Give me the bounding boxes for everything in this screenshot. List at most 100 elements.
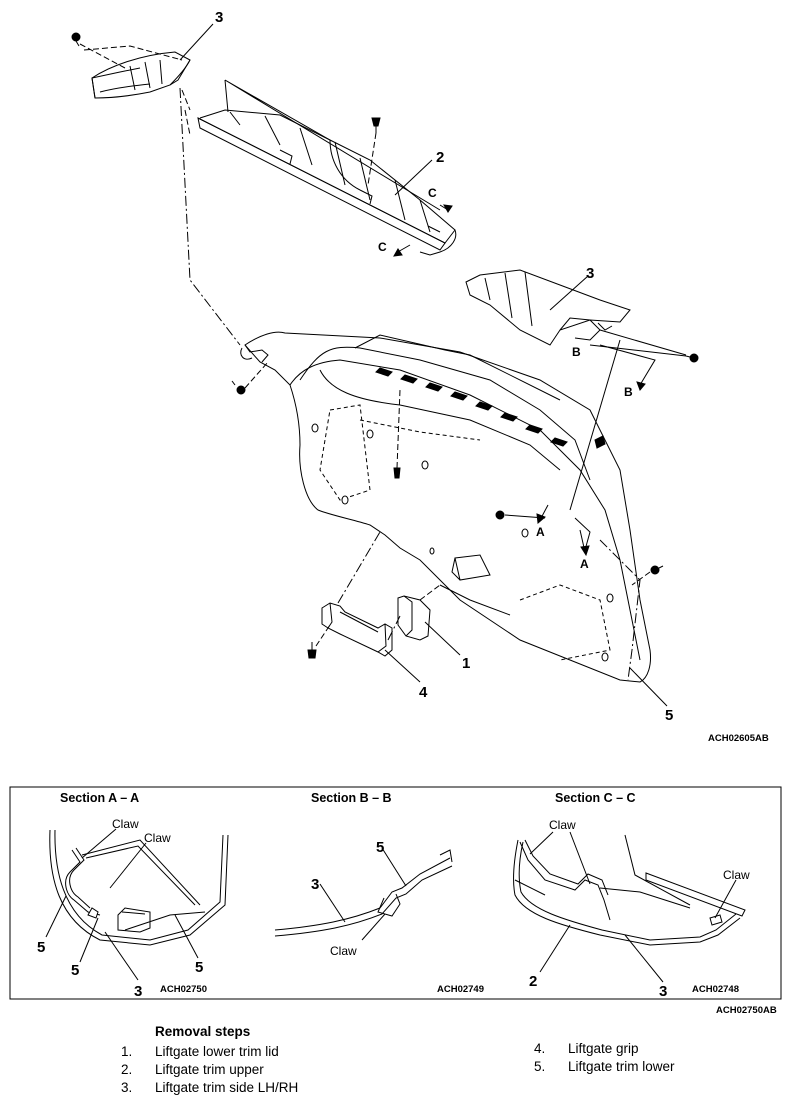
section-aa-drawing	[49, 829, 229, 946]
leader-dashdot-right	[599, 539, 641, 681]
leader-callout-3b	[549, 275, 589, 311]
callout-3-right: 3	[586, 265, 594, 282]
clip-lower-middle	[495, 510, 505, 520]
leader-clip-right-lower	[631, 571, 651, 586]
leader-part-2-fan	[224, 79, 441, 211]
aa-leader-claw1	[81, 828, 117, 859]
cc-leader-claw1-b	[569, 831, 591, 885]
removal-step-number: 4.	[534, 1041, 546, 1056]
section-letter-a-right: A	[580, 557, 589, 571]
section-letter-c-top: C	[428, 186, 437, 200]
aa-leader-claw2	[109, 842, 147, 889]
aa-label-claw-2: Claw	[144, 831, 171, 845]
callout-2: 2	[436, 149, 444, 166]
arrowhead-c-top	[443, 204, 453, 213]
bb-callout-3: 3	[311, 876, 319, 893]
removal-step-4: 4. Liftgate grip	[534, 1041, 639, 1057]
cc-callout-3: 3	[659, 983, 667, 1000]
removal-step-label: Liftgate grip	[568, 1041, 639, 1056]
removal-step-2: 2.Liftgate trim upper	[121, 1062, 264, 1078]
removal-step-3: 3. Liftgate trim side LH/RH	[121, 1080, 298, 1096]
removal-step-label: Liftgate lower trim lid	[155, 1044, 279, 1059]
leader-clip-center	[396, 389, 401, 469]
part-5-trim-lower	[240, 331, 651, 683]
hidden-edge-part-2	[181, 89, 191, 136]
arrowhead-c-bottom	[393, 248, 403, 257]
part-1-lower-trim-lid	[397, 595, 431, 641]
removal-step-label: Liftgate trim lower	[568, 1059, 675, 1074]
clip-left-panel	[231, 380, 246, 395]
clip-right-top	[685, 353, 699, 363]
leader-dashdot-grip	[337, 531, 401, 641]
aa-leader-5b	[79, 917, 99, 963]
cc-leader-claw1-a	[529, 831, 554, 855]
section-letter-c-bottom: C	[378, 240, 387, 254]
aa-leader-5c	[174, 914, 199, 959]
cc-label-claw-2: Claw	[723, 868, 750, 882]
clip-center-panel	[393, 467, 401, 479]
arrowhead-a-right	[580, 545, 590, 557]
bb-label-claw: Claw	[330, 944, 357, 958]
cc-leader-3	[624, 934, 664, 983]
leader-callout-1	[424, 621, 461, 656]
section-box-code: ACH02750AB	[716, 1005, 777, 1016]
callout-3-top-left: 3	[215, 9, 223, 26]
part-4-grip	[321, 602, 393, 657]
removal-step-number: 1.	[121, 1044, 133, 1059]
bb-callout-5: 5	[376, 839, 384, 856]
part-5-tab-a	[574, 517, 591, 551]
arrowhead-b	[636, 381, 646, 391]
leader-part-3-right-to-5	[569, 339, 621, 511]
callout-5: 5	[665, 707, 673, 724]
aa-leader-5a	[45, 895, 67, 938]
removal-step-number: 5.	[534, 1059, 546, 1074]
leader-callout-5	[629, 667, 668, 707]
leader-callout-2	[394, 159, 433, 196]
aa-callout-3: 3	[134, 983, 142, 1000]
part-3-upper-left	[91, 51, 191, 99]
clip-top-left	[71, 32, 81, 47]
part-5-grip-opening	[439, 554, 511, 616]
section-aa-title: Section A – A	[60, 791, 139, 805]
section-box	[9, 786, 782, 1000]
leader-b	[599, 344, 656, 386]
cc-label-claw-1: Claw	[549, 818, 576, 832]
clip-grip-bolt	[307, 642, 317, 659]
section-letter-b-bottom: B	[624, 385, 633, 399]
removal-step-number: 3.	[121, 1080, 133, 1095]
clip-right-lower	[650, 565, 664, 575]
removal-step-5: 5. Liftgate trim lower	[534, 1059, 675, 1075]
bb-leader-claw	[361, 913, 386, 941]
hidden-edge-top-left	[83, 45, 183, 61]
aa-label-claw-1: Claw	[112, 817, 139, 831]
aa-leader-3	[104, 931, 139, 981]
removal-step-label: Liftgate trim upper	[155, 1062, 264, 1077]
leader-callout-4	[384, 649, 421, 683]
removal-steps-title: Removal steps	[155, 1024, 251, 1039]
leader-callout-3a	[179, 23, 214, 61]
cc-callout-2: 2	[529, 973, 537, 990]
aa-callout-5-middle: 5	[71, 962, 79, 979]
aa-code: ACH02750	[160, 984, 207, 995]
leader-clip-grip	[315, 624, 331, 647]
hidden-recess-right	[519, 584, 611, 661]
callout-4: 4	[419, 684, 428, 701]
leader-clip-left-panel	[244, 361, 269, 389]
bb-code: ACH02749	[437, 984, 484, 995]
section-letter-b-top: B	[572, 345, 581, 359]
removal-step-label: Liftgate trim side LH/RH	[155, 1080, 299, 1095]
removal-step-1: 1. Liftgate lower trim lid	[121, 1044, 279, 1060]
part-5-clip-top-right	[594, 435, 606, 449]
bb-leader-3	[319, 883, 346, 923]
part-5-vent-slots	[375, 367, 568, 447]
part-2-trim-upper	[197, 109, 457, 256]
diagram-code: ACH02605AB	[708, 733, 769, 744]
hidden-edge-panel	[359, 419, 481, 441]
callout-1: 1	[462, 655, 470, 672]
bb-leader-5	[381, 847, 407, 887]
cc-leader-2	[539, 924, 571, 973]
part-3-right	[465, 269, 631, 346]
section-cc-title: Section C – C	[555, 791, 636, 805]
